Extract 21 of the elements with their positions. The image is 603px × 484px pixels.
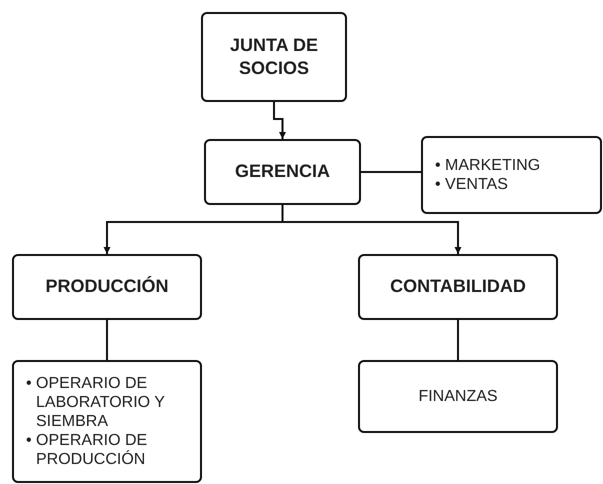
org-box	[12, 254, 202, 320]
connector-line	[361, 171, 421, 173]
list-item: • MARKETING	[435, 156, 542, 175]
org-box	[204, 139, 361, 205]
connector-line	[106, 320, 108, 360]
list-item: • VENTAS	[435, 175, 509, 194]
arrow	[282, 205, 462, 254]
list-item: • OPERARIO DE LABORATORIO Y SIEMBRA	[26, 374, 166, 432]
box-label: JUNTA DE SOCIOS	[228, 34, 319, 80]
list-box	[12, 360, 202, 483]
arrow	[273, 102, 286, 139]
box-label: GERENCIA	[234, 160, 330, 184]
box-label: FINANZAS	[418, 386, 498, 406]
org-box	[358, 254, 558, 320]
connector-line	[457, 320, 459, 360]
org-box	[358, 360, 558, 433]
box-label: PRODUCCIÓN	[45, 275, 168, 298]
list-box	[421, 136, 602, 214]
org-box	[201, 12, 347, 102]
box-label: CONTABILIDAD	[390, 275, 526, 298]
list-item: • OPERARIO DE PRODUCCIÓN	[26, 431, 148, 470]
